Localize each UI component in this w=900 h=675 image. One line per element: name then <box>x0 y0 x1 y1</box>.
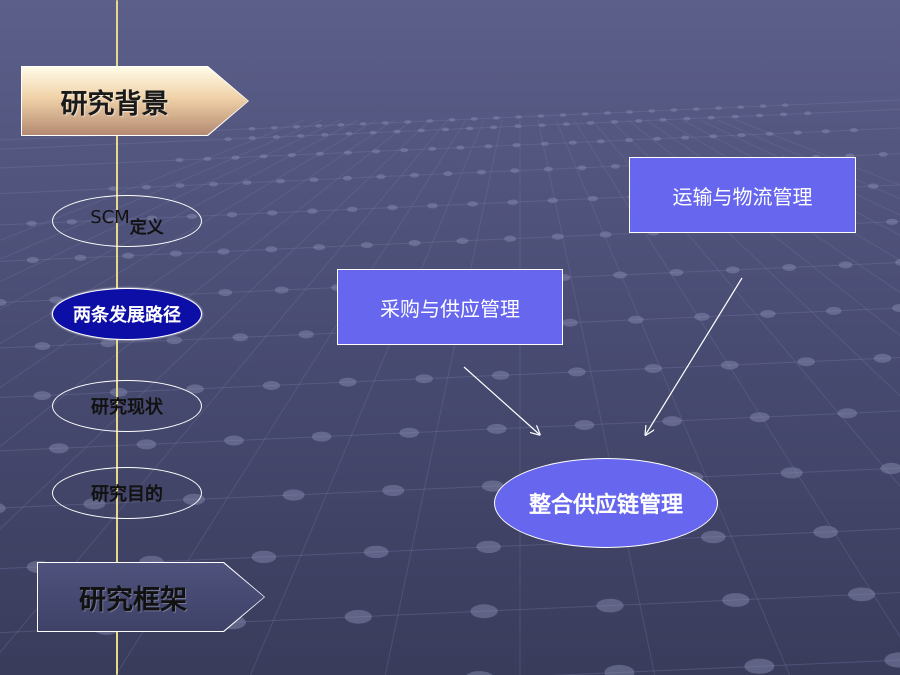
node-procurement-management: 采购与供应管理 <box>337 269 563 345</box>
nav-item-label: 研究目的 <box>91 484 163 505</box>
section-tab-research-framework[interactable] <box>38 563 264 631</box>
nav-item-two-paths[interactable]: 两条发展路径 <box>52 288 202 340</box>
node-label: 运输与物流管理 <box>672 184 813 209</box>
node-integrated-scm: 整合供应链管理 <box>494 458 718 548</box>
nav-item-label: 两条发展路径 <box>73 305 181 326</box>
nav-item-label: 研究现状 <box>91 397 163 418</box>
section-tab-label: 研究框架 <box>79 584 187 616</box>
section-tab-research-background[interactable] <box>22 67 248 135</box>
nav-item-label: SCM <box>90 206 130 228</box>
section-tab-label: 研究背景 <box>60 88 169 120</box>
node-logistics-management: 运输与物流管理 <box>629 157 856 233</box>
node-label: 整合供应链管理 <box>528 493 683 518</box>
nav-item-label-suffix: 定义 <box>129 217 164 238</box>
nav-item-research-purpose[interactable]: 研究目的 <box>52 467 202 519</box>
node-label: 采购与供应管理 <box>380 296 520 321</box>
nav-item-research-status[interactable]: 研究现状 <box>52 380 202 432</box>
